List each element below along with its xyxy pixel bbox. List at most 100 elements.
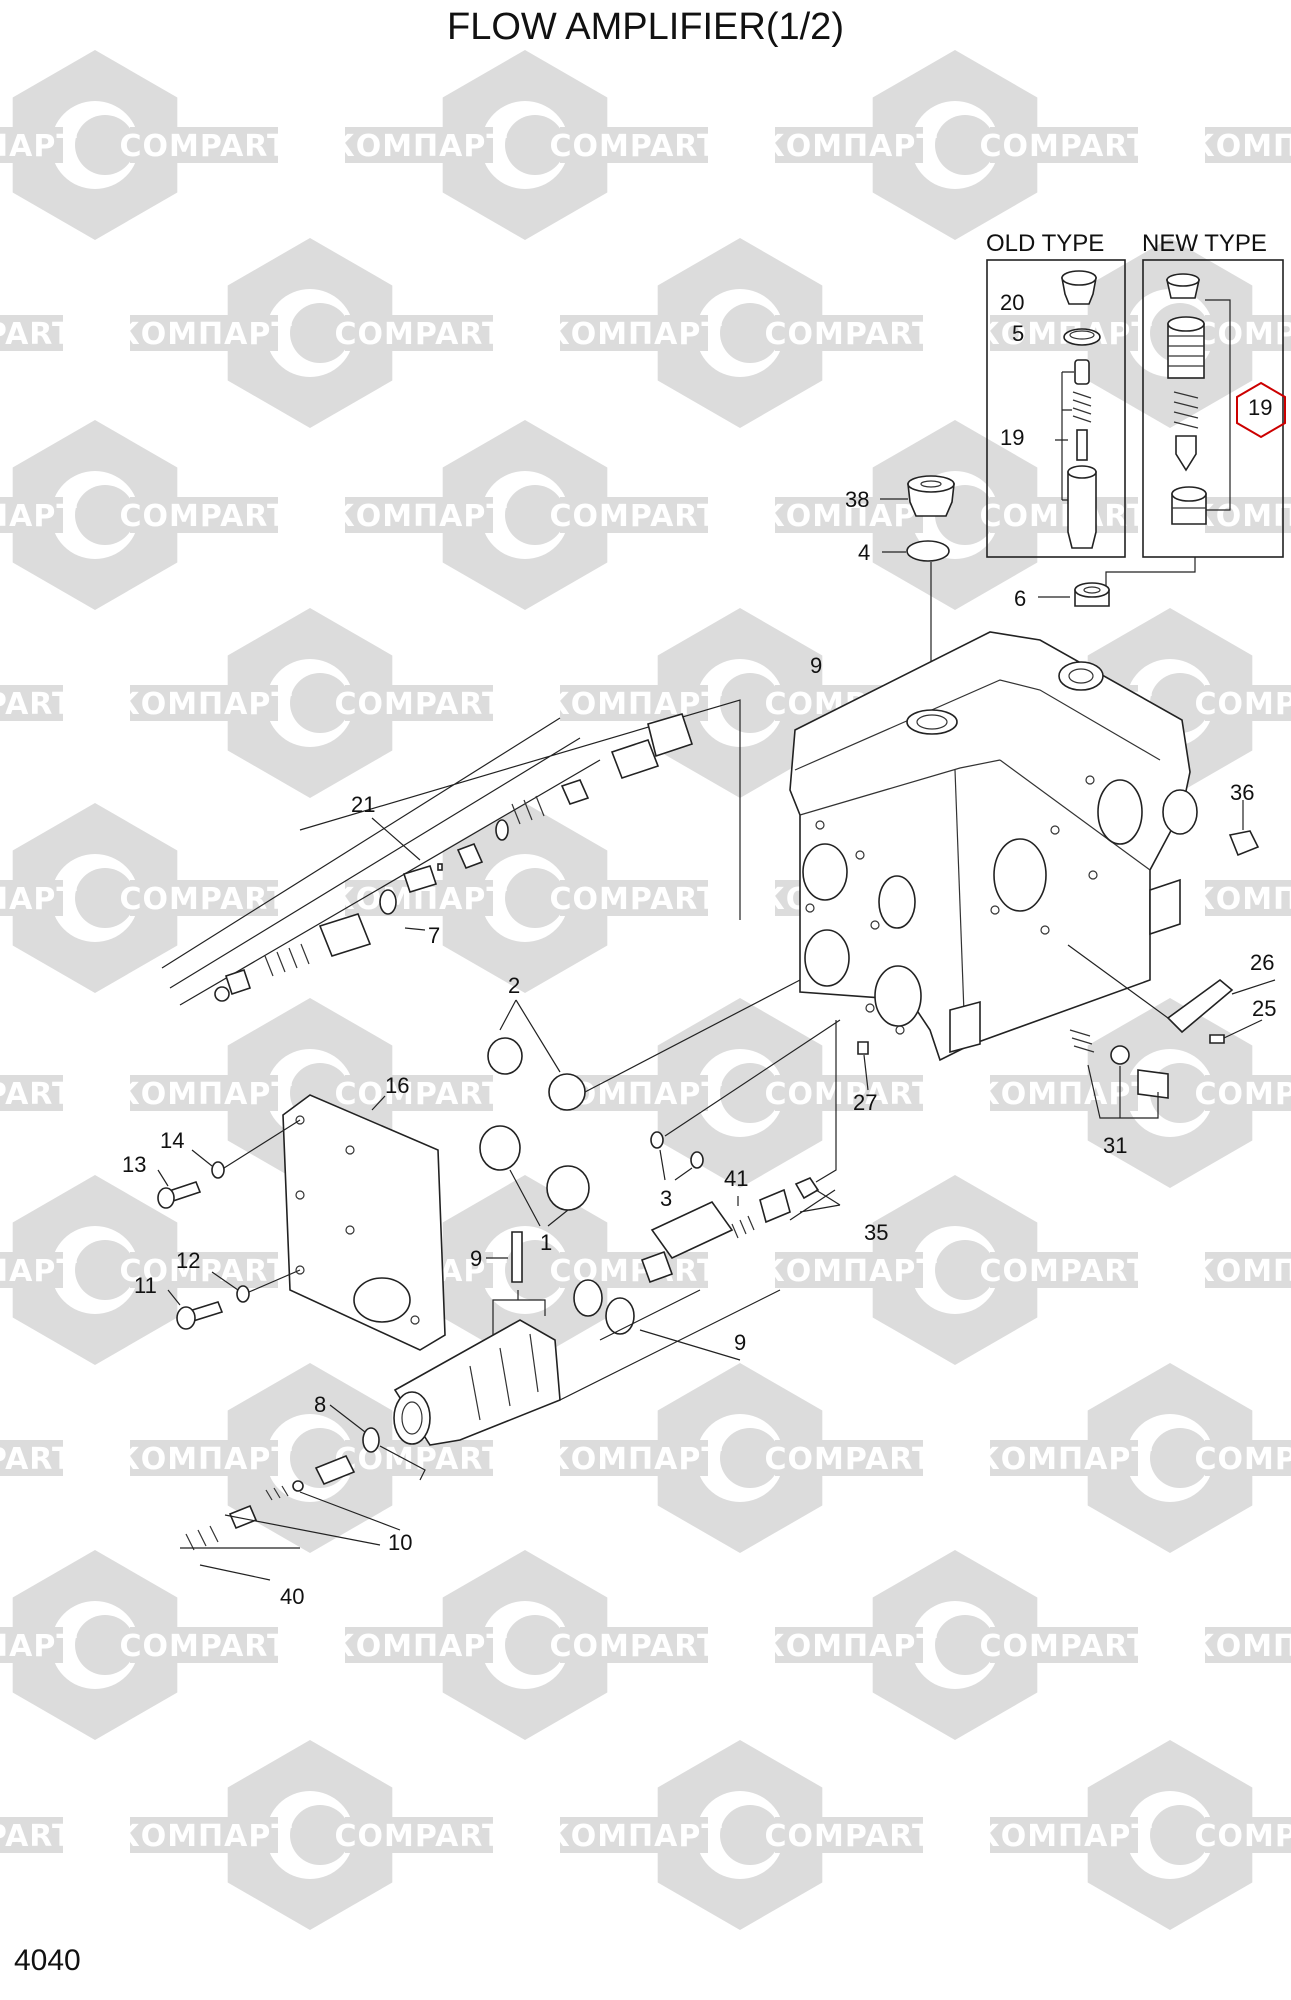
watermark-text: COMPART: [1194, 317, 1291, 352]
watermark-text: КОМПАРТ: [545, 687, 723, 722]
watermark-text: COMPART: [979, 129, 1148, 164]
callout-14: 14: [160, 1128, 184, 1153]
left-cartridge-assembly: [161, 699, 741, 1006]
callout-10: 10: [388, 1530, 412, 1555]
watermark-text: КОМПАРТ: [760, 129, 938, 164]
watermark-text: КОМПАРТ: [115, 1819, 293, 1854]
callout-3: 3: [660, 1186, 672, 1211]
watermark-text: COMPART: [119, 1629, 288, 1664]
watermark-text: COMPART: [1194, 687, 1291, 722]
watermark-text: COMPART: [764, 1077, 933, 1112]
watermark-text: КОМПАРТ: [0, 499, 78, 534]
watermark-text: COMPART: [334, 1819, 503, 1854]
housing-body: [789, 631, 1198, 1062]
watermark-text: КОМПАРТ: [1190, 882, 1291, 917]
page-number: 4040: [14, 1944, 81, 1977]
callout-27: 27: [853, 1090, 877, 1115]
watermark-tile: КОМПАРТ COMPART: [545, 1740, 933, 1930]
new-type-label: NEW TYPE: [1142, 230, 1267, 257]
callout-12: 12: [176, 1248, 200, 1273]
watermark-text: COMPART: [119, 882, 288, 917]
watermark-tile: КОМПАРТ COMPART: [0, 803, 288, 993]
watermark-text: COMPART: [0, 1442, 74, 1477]
watermark-text: COMPART: [764, 1442, 933, 1477]
callout-25: 25: [1252, 996, 1276, 1021]
watermark-text: КОМПАРТ: [1190, 1254, 1291, 1289]
watermark-text: COMPART: [334, 317, 503, 352]
callout-4: 4: [858, 540, 870, 565]
callout-13: 13: [122, 1152, 146, 1177]
watermark-text: КОМПАРТ: [0, 1629, 78, 1664]
callout-19-new: 19: [1248, 395, 1272, 420]
watermark-tile: КОМПАРТ COMPART: [115, 238, 503, 428]
callout-8: 8: [314, 1392, 326, 1417]
watermark-text: КОМПАРТ: [330, 129, 508, 164]
watermark-text: COMPART: [549, 1629, 718, 1664]
watermark-text: COMPART: [0, 1819, 74, 1854]
old-type-label: OLD TYPE: [986, 230, 1104, 257]
watermark-text: КОМПАРТ: [330, 499, 508, 534]
watermark-text: COMPART: [549, 1254, 718, 1289]
new-type-box: [1142, 259, 1284, 558]
callout-40: 40: [280, 1584, 304, 1609]
watermark-text: КОМПАРТ: [545, 1819, 723, 1854]
watermark-text: COMPART: [0, 687, 74, 722]
callout-20: 20: [1000, 290, 1024, 315]
watermark-text: COMPART: [979, 1629, 1148, 1664]
watermark-text: КОМПАРТ: [760, 1254, 938, 1289]
part-19-highlight-hexagon: [1236, 381, 1286, 439]
watermark-text: COMPART: [334, 687, 503, 722]
watermark-text: КОМПАРТ: [115, 317, 293, 352]
watermark-text: COMPART: [1194, 1442, 1291, 1477]
watermark-text: КОМПАРТ: [975, 1077, 1153, 1112]
watermark-text: КОМПАРТ: [1190, 499, 1291, 534]
new-type-parts: [1166, 273, 1231, 525]
watermark-text: COMPART: [334, 1077, 503, 1112]
callout-41: 41: [724, 1166, 748, 1191]
callout-21: 21: [351, 792, 375, 817]
watermark-text: COMPART: [1194, 1819, 1291, 1854]
watermark-text: COMPART: [549, 882, 718, 917]
watermark-text: КОМПАРТ: [115, 687, 293, 722]
watermark-tile: КОМПАРТ COMPART: [975, 1363, 1291, 1553]
watermark-text: COMPART: [1194, 1077, 1291, 1112]
watermark-text: КОМПАРТ: [0, 1254, 78, 1289]
watermark-text: КОМПАРТ: [1190, 1629, 1291, 1664]
watermark-tile: КОМПАРТ COMPART: [0, 1550, 288, 1740]
watermark-text: COMPART: [764, 1819, 933, 1854]
callout-5: 5: [1012, 321, 1024, 346]
watermark-text: КОМПАРТ: [115, 1442, 293, 1477]
watermark-text: COMPART: [334, 1442, 503, 1477]
watermark-tile: КОМПАРТ COMPART: [115, 1740, 503, 1930]
watermark-text: КОМПАРТ: [760, 1629, 938, 1664]
watermark-text: КОМПАРТ: [545, 1442, 723, 1477]
watermark-text: КОМПАРТ: [975, 1442, 1153, 1477]
watermark-text: КОМПАРТ: [545, 317, 723, 352]
watermark-text: COMPART: [0, 1077, 74, 1112]
watermark-tile: КОМПАРТ COMPART: [115, 608, 503, 798]
watermark-text: КОМПАРТ: [975, 1819, 1153, 1854]
callout-7: 7: [428, 923, 440, 948]
watermark-text: COMPART: [764, 317, 933, 352]
callout-6: 6: [1014, 586, 1026, 611]
watermark-tile: КОМПАРТ COMPART: [115, 1363, 503, 1553]
callout-2: 2: [508, 973, 520, 998]
watermark-text: КОМПАРТ: [975, 317, 1153, 352]
watermark-text: КОМПАРТ: [0, 882, 78, 917]
watermark-tile: КОМПАРТ COMPART: [545, 238, 933, 428]
watermark-text: КОМПАРТ: [760, 499, 938, 534]
